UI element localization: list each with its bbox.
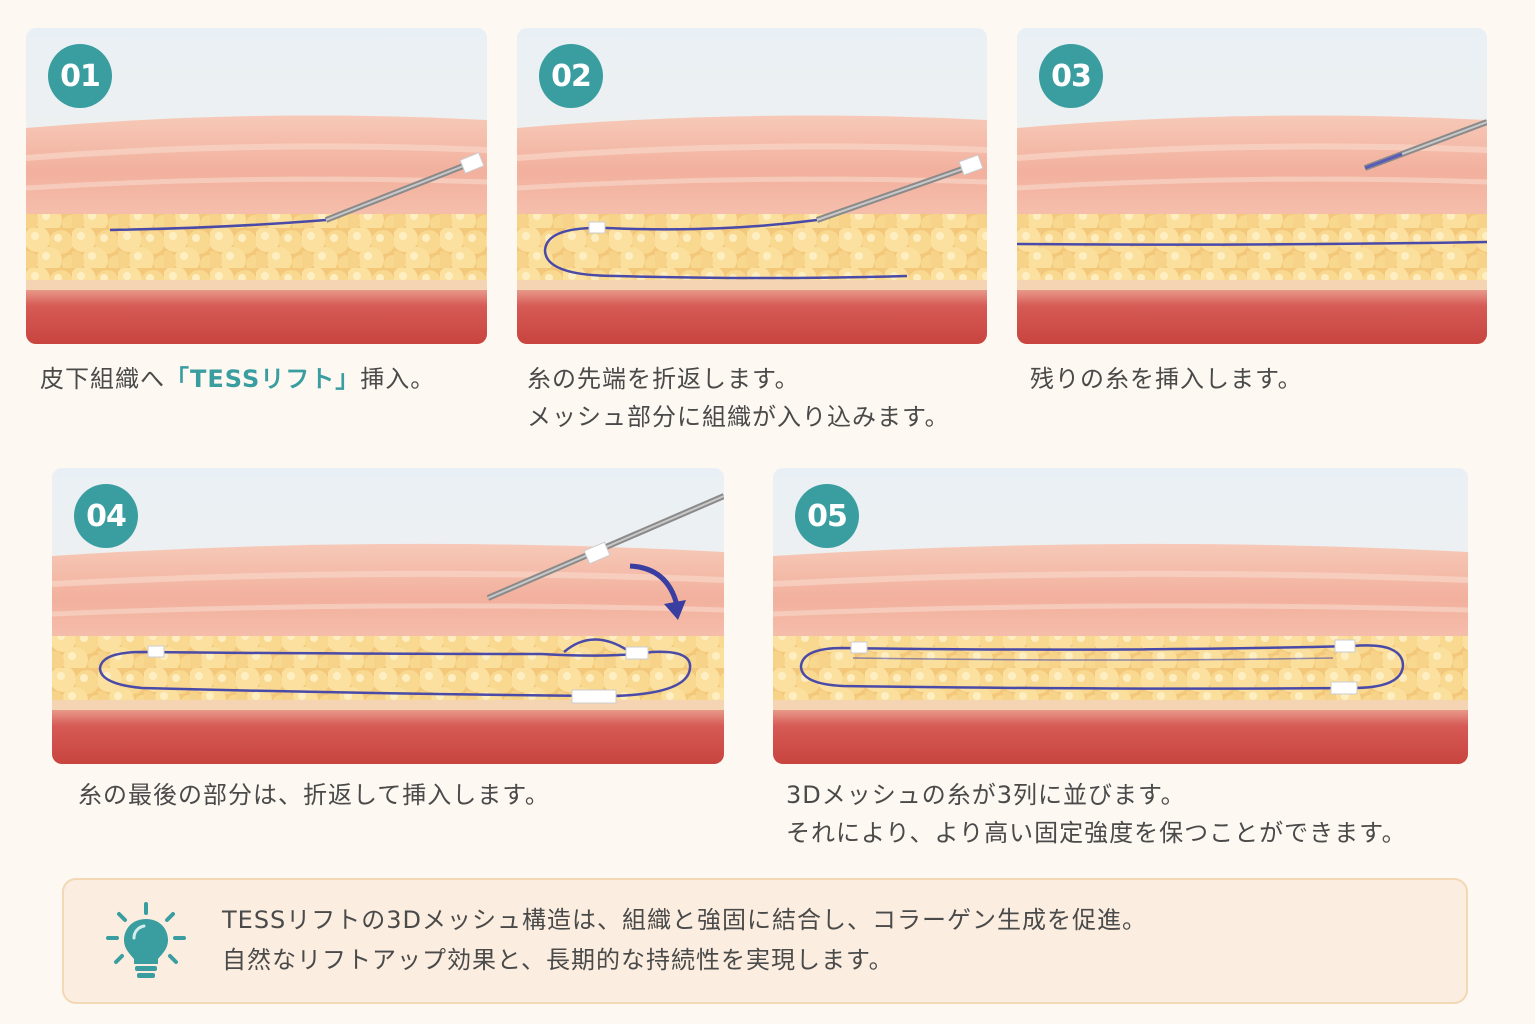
step-number-badge: 05 [795,484,859,548]
step-05-illustration: 05 [773,468,1468,764]
caption-line-1: 糸の最後の部分は、折返して挿入します。 [78,781,550,809]
caption-line-1: 3Dメッシュの糸が3列に並びます。 [786,781,1186,809]
step-01-illustration: 01 [26,28,487,344]
step-04-caption: 糸の最後の部分は、折返して挿入します。 [78,776,550,814]
step-02-illustration: 02 [517,28,987,344]
step-02-caption: 糸の先端を折返します。 メッシュ部分に組織が入り込みます。 [527,360,950,436]
info-line-2: 自然なリフトアップ効果と、長期的な持続性を実現します。 [222,946,894,974]
product-name-highlight: 「TESSリフト」 [165,365,361,393]
step-03-illustration: 03 [1017,28,1487,344]
step-01-caption: 皮下組織へ「TESSリフト」挿入。 [40,360,435,398]
step-04-illustration: 04 [52,468,724,764]
lightbulb-icon [106,902,186,978]
caption-line-2: メッシュ部分に組織が入り込みます。 [527,403,950,431]
step-03-caption: 残りの糸を挿入します。 [1030,360,1303,398]
step-number-badge: 03 [1039,44,1103,108]
step-number-badge: 04 [74,484,138,548]
info-box: TESSリフトの3Dメッシュ構造は、組織と強固に結合し、コラーゲン生成を促進。 … [62,878,1468,1004]
caption-line-1: 残りの糸を挿入します。 [1030,365,1303,393]
info-text: TESSリフトの3Dメッシュ構造は、組織と強固に結合し、コラーゲン生成を促進。 … [222,900,1147,980]
step-number-badge: 02 [539,44,603,108]
caption-text: 挿入。 [360,365,436,393]
caption-line-2: それにより、より高い固定強度を保つことができます。 [786,819,1407,847]
caption-line-1: 糸の先端を折返します。 [527,365,800,393]
step-number-badge: 01 [48,44,112,108]
step-05-caption: 3Dメッシュの糸が3列に並びます。 それにより、より高い固定強度を保つことができ… [786,776,1407,852]
caption-text: 皮下組織へ [40,365,165,393]
info-line-1: TESSリフトの3Dメッシュ構造は、組織と強固に結合し、コラーゲン生成を促進。 [222,906,1148,934]
